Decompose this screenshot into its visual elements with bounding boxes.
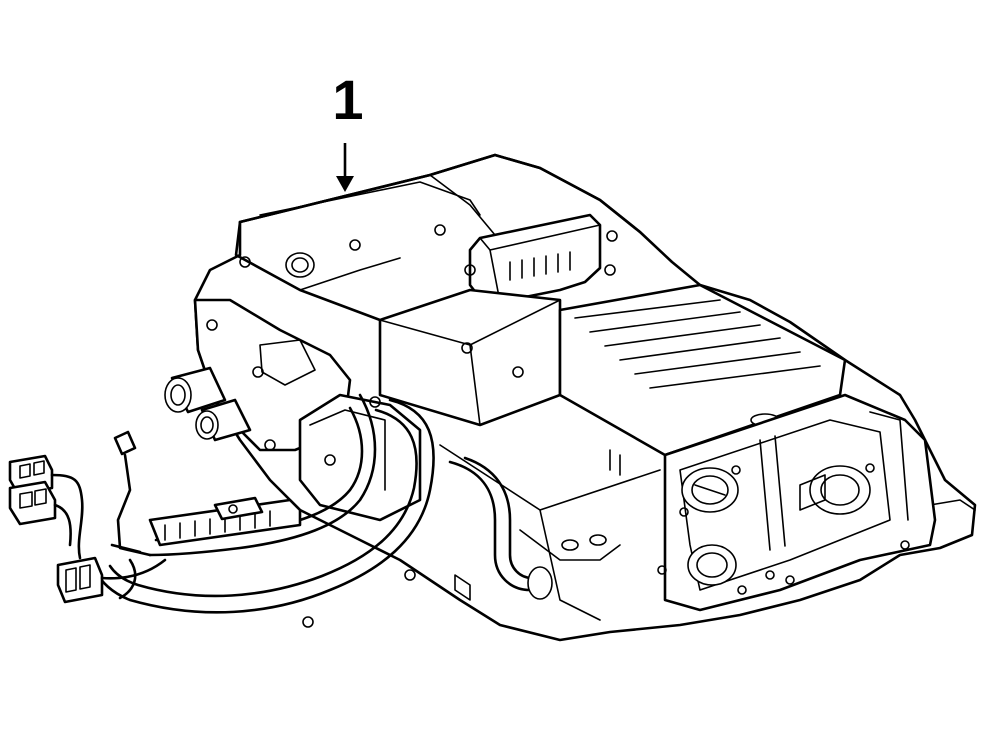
connector-bracket xyxy=(298,393,422,628)
top-cover xyxy=(234,153,642,322)
wiring-harness xyxy=(93,393,553,614)
connector-plugs xyxy=(8,454,167,604)
round-cover-left-bottom xyxy=(657,544,747,595)
callout-number-1: 1 xyxy=(332,68,364,131)
round-cover-left-top xyxy=(679,465,741,517)
callout-arrow xyxy=(336,143,354,192)
top-bracket xyxy=(464,213,616,324)
lower-body xyxy=(439,444,976,621)
round-cover-right xyxy=(765,463,910,585)
